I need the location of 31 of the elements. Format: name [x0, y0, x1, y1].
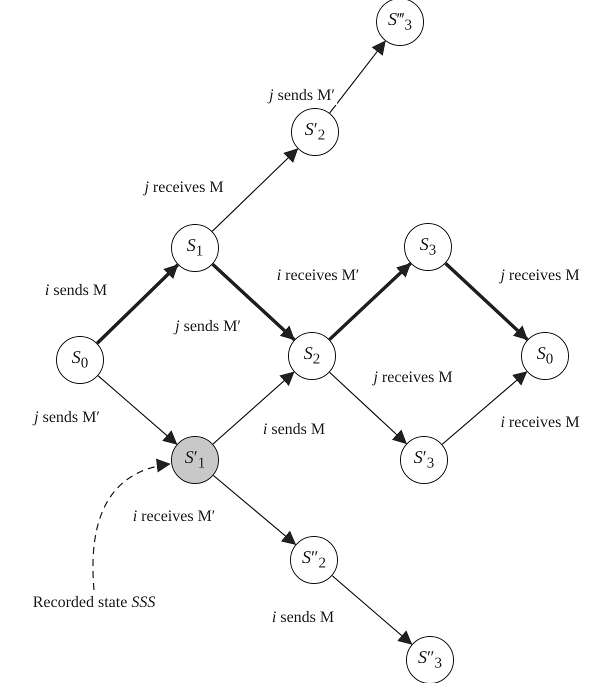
arrow — [328, 262, 412, 341]
arrow — [212, 148, 298, 232]
state-circle: S′$_{3}$ — [400, 436, 448, 484]
arrow — [329, 372, 407, 444]
arrow — [212, 371, 295, 444]
dashed-arrow — [92, 459, 171, 590]
arrow — [212, 474, 296, 546]
state-circle: S$_{1}$ — [171, 224, 219, 272]
state-circle: S$_{2}$ — [288, 332, 336, 380]
edge-label: j sends M′ — [32, 409, 102, 427]
arrow — [329, 40, 386, 114]
state-circle: S$_{3}$ — [404, 223, 452, 271]
arrow — [96, 264, 179, 344]
arrow — [98, 375, 178, 445]
state-circle: S″$_{2}$ — [290, 536, 338, 584]
state-circle: S‴$_{3}$ — [376, 0, 424, 46]
state-circle: S″$_{3}$ — [406, 636, 454, 683]
edge-label: j sends M′ — [173, 318, 243, 336]
edge-label: j receives M — [371, 369, 455, 387]
arrow — [332, 575, 412, 645]
edge-label: j receives M — [498, 267, 582, 285]
arrow — [442, 371, 528, 445]
shaded-state-circle: S′$_{1}$ — [171, 436, 219, 484]
arrow — [444, 262, 529, 341]
arrow — [211, 263, 296, 341]
annotation-text: Recorded state SSS — [8, 594, 180, 612]
state-circle: S$_{0}$ — [521, 332, 569, 380]
edge-label: j sends M′ — [267, 87, 337, 105]
state-circle: S′$_{2}$ — [291, 108, 339, 156]
edge-label: j receives M — [142, 179, 226, 197]
state-circle: S$_{0}$ — [56, 336, 104, 384]
